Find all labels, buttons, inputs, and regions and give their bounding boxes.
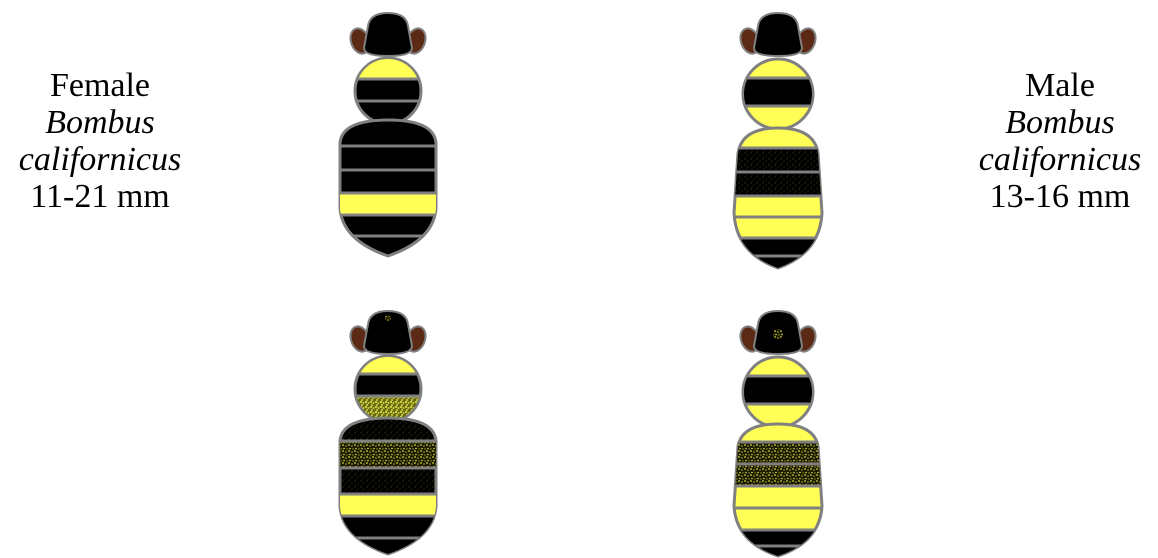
female-sex-label: Female bbox=[0, 67, 200, 104]
female-caption: Female Bombus californicus 11-21 mm bbox=[0, 67, 200, 215]
female-size-label: 11-21 mm bbox=[0, 178, 200, 215]
female-bee-diagram-2 bbox=[330, 306, 450, 556]
male-bee-diagram-2 bbox=[720, 306, 840, 558]
male-size-label: 13-16 mm bbox=[960, 178, 1158, 215]
male-caption: Male Bombus californicus 13-16 mm bbox=[960, 67, 1158, 215]
male-sex-label: Male bbox=[960, 67, 1158, 104]
female-bee-diagram-1 bbox=[330, 8, 450, 258]
female-genus-label: Bombus bbox=[0, 104, 200, 141]
male-genus-label: Bombus bbox=[960, 104, 1158, 141]
male-bee-diagram-1 bbox=[720, 8, 840, 270]
female-species-label: californicus bbox=[0, 141, 200, 178]
male-species-label: californicus bbox=[960, 141, 1158, 178]
